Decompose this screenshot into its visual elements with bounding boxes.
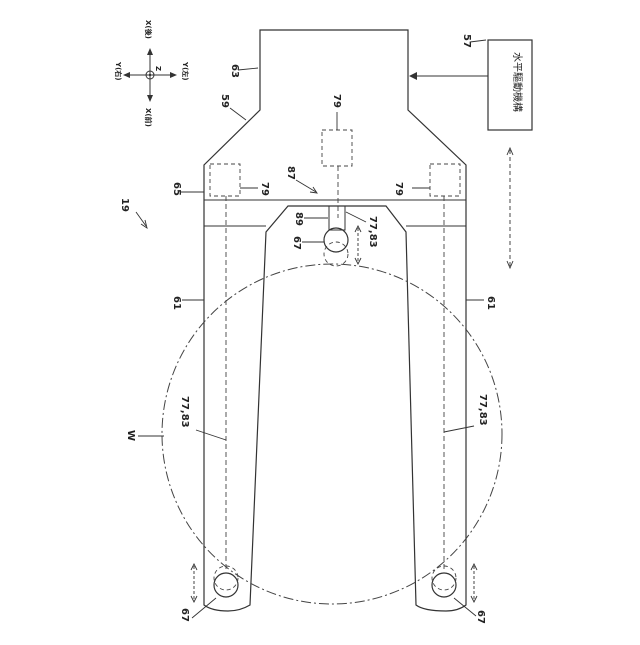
label-path-right: 77,83: [477, 394, 488, 426]
axis-x-back: X(後): [144, 20, 153, 39]
label-base: 63: [229, 64, 240, 78]
label-sensor-left: 79: [259, 182, 270, 196]
axis-x-front: X(前): [144, 108, 153, 127]
label-fork-body: 65: [171, 182, 182, 196]
drive-box: [488, 40, 532, 130]
label-pusher-rod: 89: [293, 212, 304, 226]
label-roller-right: 67: [475, 610, 486, 624]
roller-center: [324, 228, 348, 252]
roller-left: [214, 573, 238, 597]
fork-outline: [204, 30, 466, 611]
label-arm-left: 61: [171, 296, 182, 310]
label-edge: 59: [219, 94, 230, 108]
sensor-box-left: [210, 164, 240, 196]
wafer-circle: [162, 264, 502, 604]
roller-right: [432, 573, 456, 597]
axis-indicator: [123, 48, 177, 102]
drive-box-text: 水平驅動機構: [511, 52, 524, 112]
roller-right-ghost: [432, 566, 456, 590]
label-assembly: 19: [119, 198, 130, 212]
sensor-box-right: [430, 164, 460, 196]
label-arm-right: 61: [485, 296, 496, 310]
label-wafer: W: [125, 430, 136, 441]
roller-left-ghost: [214, 566, 238, 590]
axis-y-right: Y(右): [114, 61, 123, 80]
roller-center-ghost: [324, 242, 348, 266]
sensor-box-top: [322, 130, 352, 166]
label-sensor-top: 79: [331, 94, 342, 108]
axis-z: Z: [154, 66, 162, 71]
pusher-rod: [329, 206, 345, 230]
label-sensor-right: 79: [393, 182, 404, 196]
axis-y-left: Y(左): [181, 61, 190, 80]
label-path-left: 77,83: [179, 396, 190, 428]
label-drive-box: 57: [461, 34, 472, 48]
label-roller-center: 67: [291, 236, 302, 250]
label-roller-left: 67: [179, 608, 190, 622]
label-pusher: 87: [285, 166, 296, 180]
label-path-center: 77,83: [367, 216, 378, 248]
